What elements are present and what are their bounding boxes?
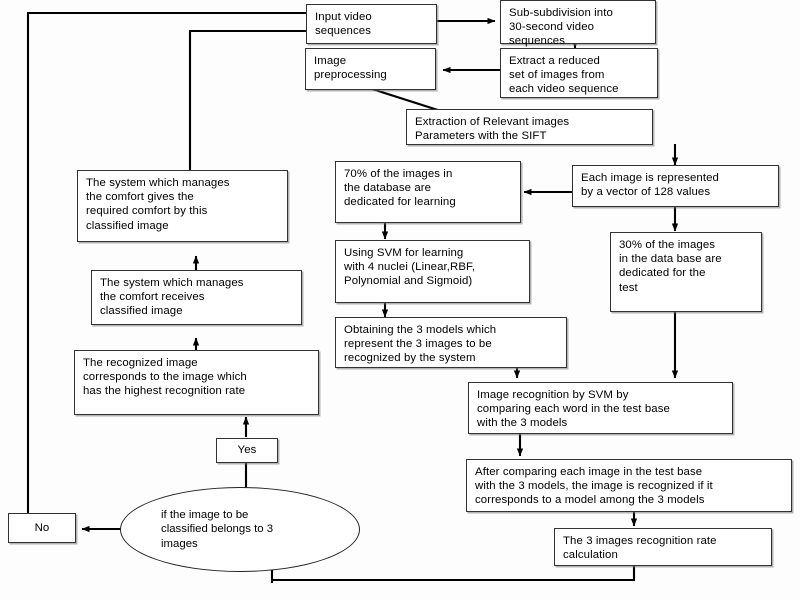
node-decision-if-image-belongs[interactable]: if the image to be classified belongs to…: [120, 487, 360, 572]
node-comfort-gives-required[interactable]: The system which manages the comfort giv…: [77, 170, 288, 242]
node-each-image-vector[interactable]: Each image is represented by a vector of…: [572, 165, 779, 207]
node-extraction-sift[interactable]: Extraction of Relevant images Parameters…: [406, 109, 653, 145]
node-using-svm-learning[interactable]: Using SVM for learning with 4 nuclei (Li…: [335, 240, 530, 303]
node-yes-label[interactable]: Yes: [216, 438, 278, 463]
node-no-label[interactable]: No: [8, 513, 76, 543]
node-recognized-image-highest-rate[interactable]: The recognized image corresponds to the …: [74, 350, 319, 415]
node-30-percent-test[interactable]: 30% of the images in the data base are d…: [610, 232, 762, 312]
node-recognition-rate-calculation[interactable]: The 3 images recognition rate calculatio…: [554, 528, 772, 566]
node-obtaining-3-models[interactable]: Obtaining the 3 models which represent t…: [335, 317, 567, 368]
node-sub-subdivision[interactable]: Sub-subdivision into 30-second video seq…: [500, 0, 656, 47]
node-after-comparing[interactable]: After comparing each image in the test b…: [466, 459, 792, 512]
node-70-percent-learning[interactable]: 70% of the images in the database are de…: [335, 161, 521, 223]
node-image-preprocessing[interactable]: Image preprocessing: [305, 48, 436, 90]
node-input-video-sequences[interactable]: Input video sequences: [306, 4, 437, 44]
node-extract-reduced-set[interactable]: Extract a reduced set of images from eac…: [500, 48, 658, 98]
wire-rate-bottom-left: [272, 566, 636, 582]
node-comfort-receives-classified[interactable]: The system which manages the comfort rec…: [91, 270, 302, 325]
node-image-recognition-svm[interactable]: Image recognition by SVM by comparing ea…: [468, 382, 733, 434]
